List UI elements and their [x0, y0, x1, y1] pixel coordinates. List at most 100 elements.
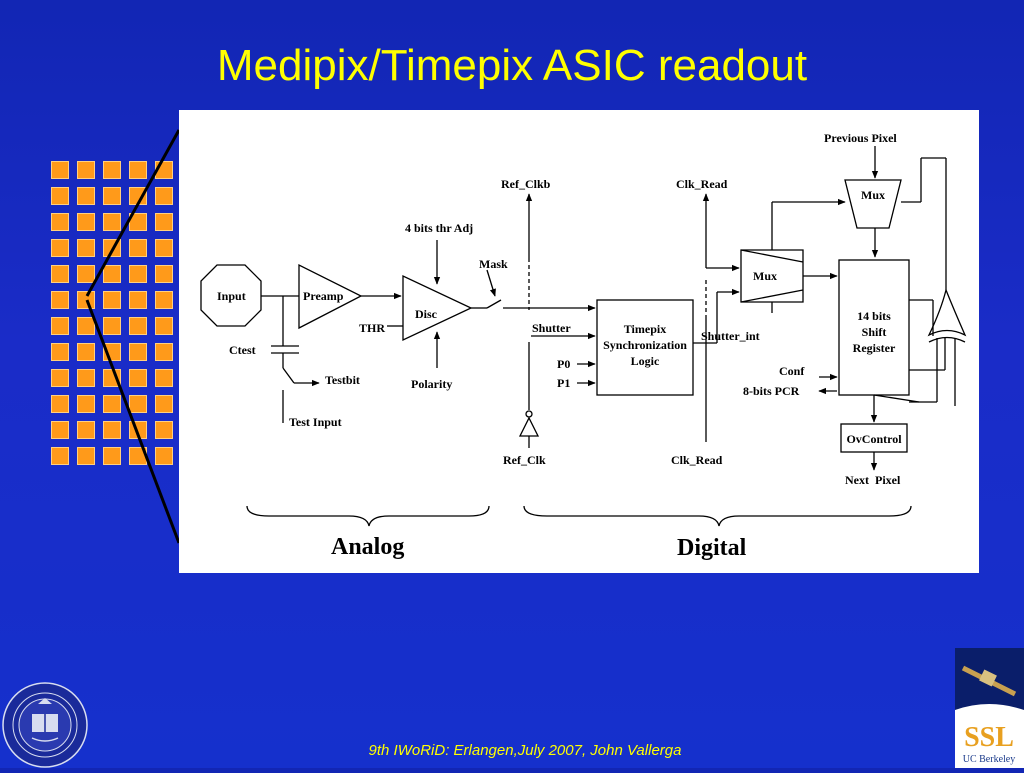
sync-logic-box: [596, 299, 694, 396]
disc-triangle: [402, 274, 473, 342]
pixel-cell: [51, 187, 69, 205]
digital-brace: [523, 505, 912, 527]
sync-logic-line-2: Synchronization: [603, 338, 687, 352]
label-polarity: Polarity: [411, 377, 452, 391]
label-next-pixel: Next Pixel: [845, 473, 901, 487]
label-shutter: Shutter: [532, 321, 571, 335]
label-clk-read-bottom: Clk_Read: [671, 453, 723, 467]
pixel-cell: [51, 421, 69, 439]
label-conf: Conf: [779, 364, 805, 378]
pixel-cell: [103, 447, 121, 465]
label-mux-upper: Mux: [861, 188, 885, 202]
pixel-cell: [155, 213, 173, 231]
zoom-line-top: [85, 129, 181, 297]
pixel-cell: [129, 213, 147, 231]
shift-register-line-2: Shift: [862, 325, 887, 339]
pixel-cell: [77, 239, 95, 257]
ssl-logo: SSL UC Berkeley: [955, 648, 1024, 768]
pixel-cell: [129, 343, 147, 361]
shift-register-line-3: Register: [853, 341, 896, 355]
label-analog: Analog: [331, 534, 404, 560]
pixel-cell: [103, 161, 121, 179]
pixel-cell: [155, 265, 173, 283]
pixel-cell: [103, 421, 121, 439]
label-preamp: Preamp: [303, 289, 344, 303]
input-node: [200, 264, 262, 327]
label-thr-adj: 4 bits thr Adj: [405, 221, 473, 235]
pixel-cell: [129, 447, 147, 465]
readout-diagram: Input Preamp Ctest Testbit Test Input 4 …: [179, 110, 979, 573]
label-thr: THR: [359, 321, 385, 335]
pixel-cell: [103, 213, 121, 231]
label-p0: P0: [557, 357, 570, 371]
pixel-cell: [77, 317, 95, 335]
label-previous-pixel: Previous Pixel: [824, 131, 897, 145]
label-ctest: Ctest: [229, 343, 256, 357]
pixel-cell: [129, 317, 147, 335]
ssl-abbr: SSL: [964, 722, 1014, 753]
pixel-cell: [77, 187, 95, 205]
pixel-cell: [51, 447, 69, 465]
analog-brace: [246, 505, 490, 527]
pixel-cell: [103, 369, 121, 387]
ssl-subtext: UC Berkeley: [963, 754, 1016, 765]
pixel-cell: [129, 291, 147, 309]
pixel-cell: [77, 291, 95, 309]
ovcontrol-box: [840, 423, 908, 453]
pixel-cell: [129, 187, 147, 205]
pixel-cell: [51, 317, 69, 335]
shift-register-line-1: 14 bits: [857, 309, 891, 323]
pixel-cell: [129, 265, 147, 283]
pixel-cell: [155, 343, 173, 361]
xor-gate: [927, 287, 967, 337]
label-mask: Mask: [479, 257, 508, 271]
label-ref-clk: Ref_Clk: [503, 453, 546, 467]
pixel-cell: [103, 317, 121, 335]
slide-title: Medipix/Timepix ASIC readout: [216, 41, 808, 90]
label-input: Input: [217, 289, 246, 303]
label-ref-clkb: Ref_Clkb: [501, 177, 551, 191]
university-seal-logo: [2, 682, 88, 768]
pixel-cell: [77, 265, 95, 283]
pixel-cell: [51, 343, 69, 361]
pixel-cell: [103, 187, 121, 205]
pixel-cell: [155, 395, 173, 413]
pixel-cell: [77, 161, 95, 179]
pixel-cell: [103, 395, 121, 413]
footer-text: 9th IWoRiD: Erlangen,July 2007, John Val…: [368, 742, 682, 759]
pixel-cell: [77, 421, 95, 439]
label-ovcontrol: OvControl: [846, 432, 902, 446]
pixel-cell: [155, 369, 173, 387]
pixel-cell: [51, 291, 69, 309]
pixel-cell: [103, 291, 121, 309]
pixel-cell: [51, 265, 69, 283]
pixel-cell: [77, 447, 95, 465]
label-test-input: Test Input: [289, 415, 342, 429]
label-p1: P1: [557, 376, 570, 390]
label-testbit: Testbit: [325, 373, 360, 387]
pixel-cell: [155, 447, 173, 465]
zoom-line-bottom: [85, 299, 181, 544]
label-shutter-int: Shutter_int: [701, 329, 760, 343]
pixel-cell: [129, 369, 147, 387]
pixel-cell: [51, 369, 69, 387]
pixel-cell: [77, 369, 95, 387]
ref-clk-inverter: [518, 416, 540, 437]
pixel-matrix: [51, 161, 173, 465]
pixel-cell: [129, 239, 147, 257]
pixel-cell: [103, 265, 121, 283]
pixel-cell: [155, 291, 173, 309]
pixel-cell: [51, 213, 69, 231]
shift-register-box: [838, 259, 910, 396]
pixel-cell: [129, 395, 147, 413]
label-digital: Digital: [677, 535, 747, 561]
pixel-cell: [77, 343, 95, 361]
label-mux-lower: Mux: [753, 269, 777, 283]
sync-logic-line-3: Logic: [631, 354, 660, 368]
pixel-cell: [155, 317, 173, 335]
sync-logic-line-1: Timepix: [624, 322, 666, 336]
pixel-cell: [155, 239, 173, 257]
mux-lower-shape: [740, 249, 804, 303]
label-clk-read-top: Clk_Read: [676, 177, 728, 191]
